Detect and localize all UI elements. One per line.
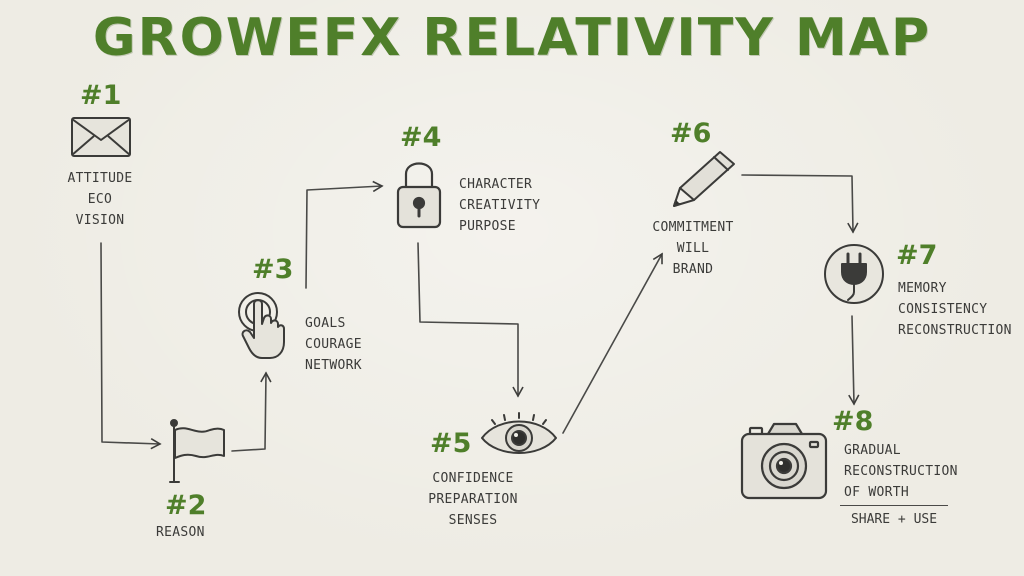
arrow-5-to-6 bbox=[562, 252, 663, 434]
step-5-number: #5 bbox=[430, 428, 472, 459]
arrow-1-to-2 bbox=[100, 242, 162, 450]
arrow-2-to-3 bbox=[231, 371, 272, 452]
step-7-number: #7 bbox=[896, 240, 938, 271]
arrow-7-to-8 bbox=[848, 315, 860, 406]
camera-icon bbox=[740, 422, 828, 500]
plug-icon bbox=[824, 244, 884, 304]
step-3-number: #3 bbox=[252, 254, 294, 285]
arrow-4-to-5 bbox=[417, 242, 524, 398]
envelope-icon bbox=[71, 117, 131, 157]
step-4-number: #4 bbox=[400, 122, 442, 153]
padlock-icon bbox=[396, 162, 442, 229]
step-8-number: #8 bbox=[832, 406, 874, 437]
pencil-icon bbox=[673, 151, 735, 207]
page-title: GROWEFX RELATIVITY MAP bbox=[92, 8, 932, 68]
step-2-label: REASON bbox=[156, 525, 205, 540]
arrow-6-to-7 bbox=[741, 174, 859, 234]
arrow-3-to-4 bbox=[305, 180, 384, 289]
eye-icon bbox=[481, 412, 557, 454]
flag-icon bbox=[169, 419, 225, 483]
touch-icon bbox=[238, 292, 285, 359]
step-2-number: #2 bbox=[165, 490, 207, 521]
step-6-number: #6 bbox=[670, 118, 712, 149]
step-1-number: #1 bbox=[80, 80, 122, 111]
share-use-caption: SHARE + USE bbox=[840, 505, 948, 527]
